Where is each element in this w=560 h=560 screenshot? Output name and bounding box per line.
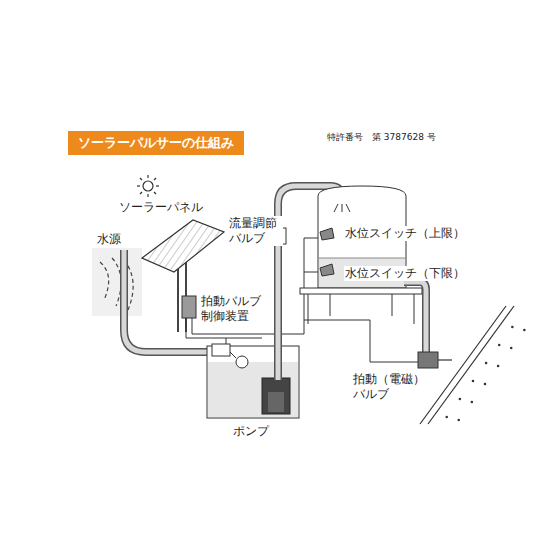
part-label: 水位スイッチ（下限） <box>344 266 466 281</box>
part-label: 水源 <box>96 232 122 247</box>
patent-number: 特許番号 第 3787628 号 <box>326 130 437 145</box>
storage-tank <box>300 186 422 324</box>
part-label: 水位スイッチ（上限） <box>344 226 466 241</box>
pulse-valve <box>418 352 438 368</box>
part-label: ソーラーパネル <box>118 200 204 215</box>
water-source <box>92 248 142 316</box>
part-label: 流量調節 バルブ <box>228 216 283 246</box>
controller-box <box>182 296 196 318</box>
drip-emitters <box>437 322 529 421</box>
pump-tank <box>207 344 299 418</box>
part-label: 拍動バルブ 制御装置 <box>200 294 267 324</box>
sun-icon <box>137 175 159 197</box>
title-band: ソーラーパルサーの仕組み <box>68 131 244 155</box>
part-label: 拍動（電磁） バルブ <box>352 372 431 402</box>
drip-line <box>420 306 514 424</box>
part-label: ポンプ <box>232 424 270 439</box>
outlet-pipe <box>404 282 426 352</box>
